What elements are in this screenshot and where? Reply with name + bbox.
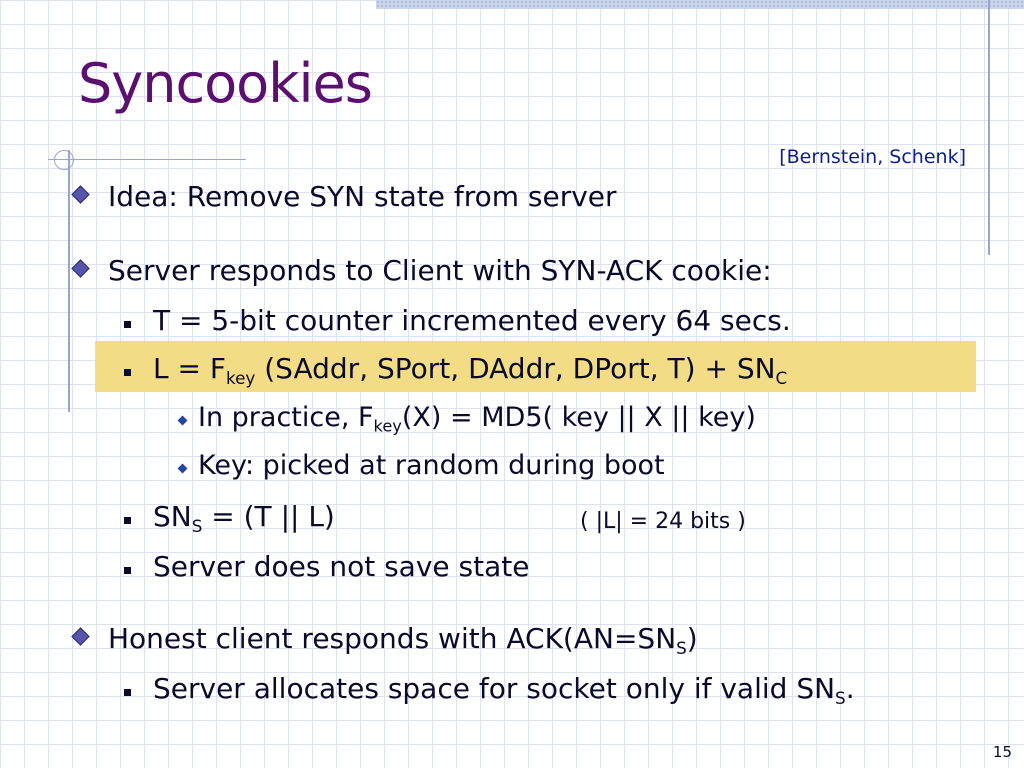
slide-title: Syncookies	[78, 52, 373, 115]
bullet-sns: SNS = (T || L)	[153, 500, 335, 536]
l-def-subscript-key: key	[225, 367, 256, 388]
bullet-t-definition: T = 5-bit counter incremented every 64 s…	[153, 304, 791, 337]
in-practice-subscript-key: key	[373, 416, 402, 436]
decorative-horizontal-line	[48, 159, 246, 160]
square-bullet-icon	[124, 567, 131, 574]
sns-subscript-s: S	[191, 515, 203, 536]
l-def-subscript-c: C	[775, 367, 788, 388]
bullet-in-practice: In practice, Fkey(X) = MD5( key || X || …	[198, 402, 756, 436]
diamond-bullet-icon	[71, 627, 90, 646]
honest-text-b: )	[686, 622, 698, 655]
square-bullet-icon	[124, 689, 131, 696]
l-def-text-b: (SAddr, SPort, DAddr, DPort, T) + SN	[255, 352, 776, 385]
bullet-no-state: Server does not save state	[153, 550, 530, 583]
in-practice-text-b: (X) = MD5( key || X || key)	[401, 402, 756, 433]
square-bullet-icon	[124, 321, 131, 328]
allocates-text-a: Server allocates space for socket only i…	[153, 672, 836, 705]
bullet-allocates: Server allocates space for socket only i…	[153, 672, 855, 708]
bullet-server-responds: Server responds to Client with SYN-ACK c…	[108, 254, 772, 287]
citation: [Bernstein, Schenk]	[779, 146, 966, 168]
bit-length-note: ( |L| = 24 bits )	[580, 509, 746, 534]
small-diamond-bullet-icon	[177, 463, 188, 474]
highlight-band	[95, 341, 976, 392]
crosshair-circle-icon	[54, 150, 74, 170]
slide-number: 15	[992, 743, 1012, 761]
sns-text-b: = (T || L)	[202, 500, 335, 533]
diamond-bullet-icon	[71, 185, 90, 204]
top-decorative-band	[376, 0, 1024, 9]
bullet-l-definition: L = Fkey (SAddr, SPort, DAddr, DPort, T)…	[153, 352, 788, 388]
diamond-bullet-icon	[71, 259, 90, 278]
decorative-vertical-line-right	[988, 0, 990, 255]
honest-subscript-s: S	[676, 637, 687, 658]
square-bullet-icon	[124, 369, 131, 376]
decorative-vertical-line-left	[68, 150, 70, 412]
square-bullet-icon	[124, 517, 131, 524]
allocates-subscript-s: S	[835, 687, 846, 708]
bullet-key: Key: picked at random during boot	[198, 450, 665, 481]
bullet-honest-client: Honest client responds with ACK(AN=SNS)	[108, 622, 698, 658]
in-practice-text-a: In practice, F	[198, 402, 374, 433]
allocates-text-b: .	[845, 672, 855, 705]
sns-text-a: SN	[153, 500, 192, 533]
honest-text-a: Honest client responds with ACK(AN=SN	[108, 622, 677, 655]
small-diamond-bullet-icon	[177, 415, 188, 426]
bullet-idea: Idea: Remove SYN state from server	[108, 180, 617, 213]
l-def-text-a: L = F	[153, 352, 226, 385]
